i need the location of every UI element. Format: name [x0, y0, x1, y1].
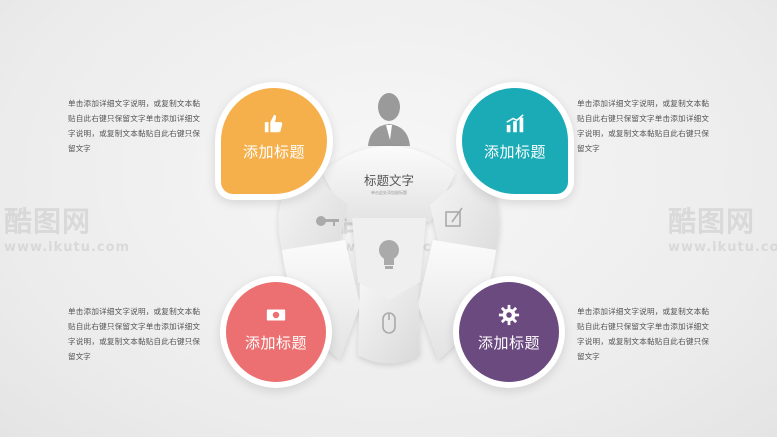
description-bottom-right: 单击添加详细文字说明，或复制文本黏贴自此右键只保留文字单击添加详细文字说明，或复… [577, 307, 709, 361]
item-label: 添加标题 [477, 333, 540, 352]
person-icon [368, 93, 410, 146]
description-top-left: 单击添加详细文字说明，或复制文本黏贴自此右键只保留文字单击添加详细文字说明，或复… [68, 99, 200, 153]
description-top-right: 单击添加详细文字说明，或复制文本黏贴自此右键只保留文字单击添加详细文字说明，或复… [577, 99, 709, 153]
item-bottom-right[interactable]: 添加标题 [459, 282, 559, 382]
gear-icon [498, 304, 520, 325]
item-bottom-left[interactable]: 添加标题 [226, 282, 326, 382]
item-top-left[interactable]: 添加标题 [221, 88, 327, 194]
key-icon [316, 216, 339, 226]
petal-bottom-left [282, 240, 360, 360]
description-bottom-left: 单击添加详细文字说明，或复制文本黏贴自此右键只保留文字单击添加详细文字说明，或复… [68, 307, 200, 361]
item-top-right[interactable]: 添加标题 [462, 88, 568, 194]
thumbs-up-icon [264, 114, 283, 132]
item-label: 添加标题 [242, 142, 305, 161]
lightbulb-icon [379, 240, 399, 269]
money-icon [266, 309, 286, 320]
petal-bottom-right [418, 240, 496, 360]
bar-chart-icon [506, 113, 524, 132]
petal-bottom [358, 280, 420, 364]
center-subtitle: 单击此处添加副标题 [371, 190, 407, 195]
edit-icon [445, 207, 463, 227]
center-title: 标题文字 [363, 173, 414, 188]
item-label: 添加标题 [483, 142, 546, 161]
item-label: 添加标题 [244, 333, 307, 352]
mouse-icon [382, 312, 396, 334]
petal-top [322, 146, 456, 222]
